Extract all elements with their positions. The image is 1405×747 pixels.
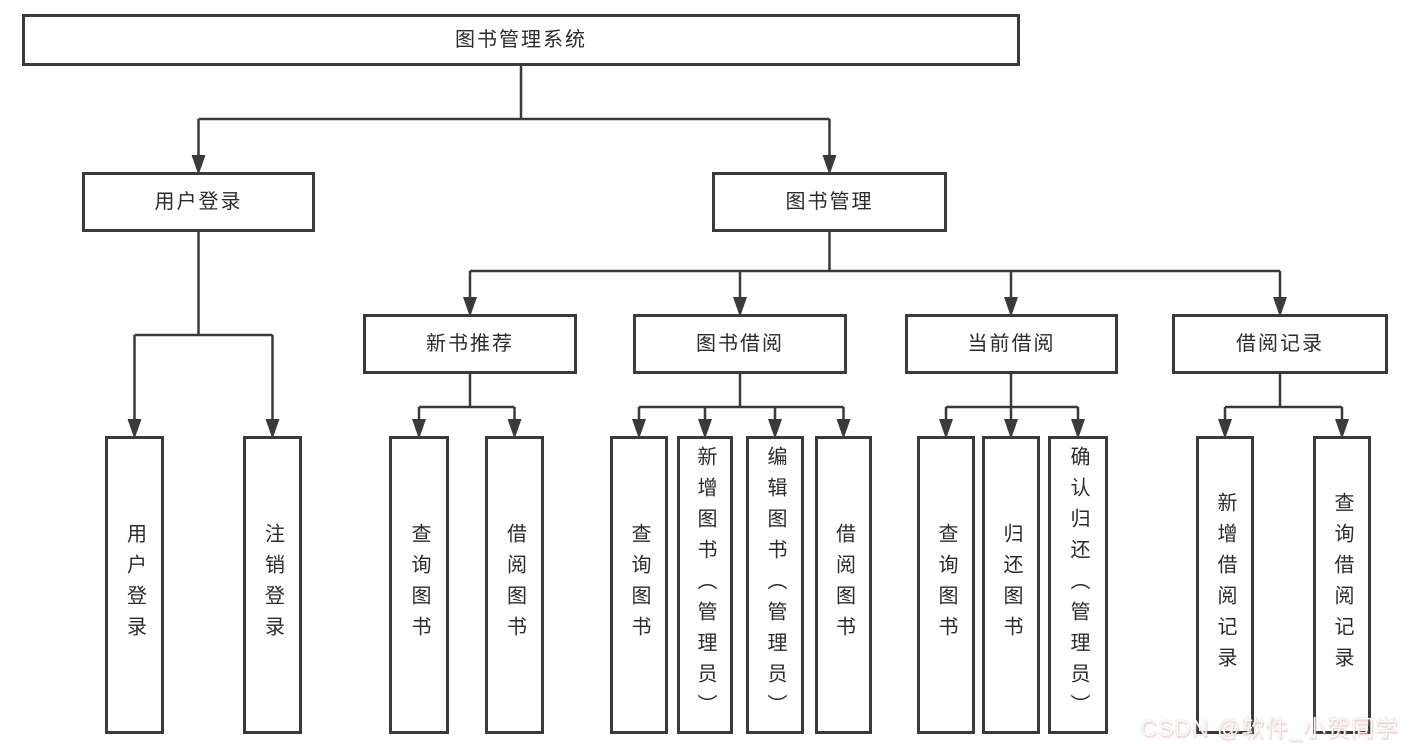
- node-label: 编辑图书（管理员）: [764, 445, 786, 725]
- node-book-borrowing: 图书借阅: [633, 314, 847, 374]
- node-edit-book-admin: 编辑图书（管理员）: [746, 436, 804, 734]
- node-current-borrowing: 当前借阅: [905, 314, 1118, 374]
- node-label: 用户登录: [123, 523, 146, 647]
- node-user-login: 用户登录: [105, 436, 164, 734]
- node-return-book: 归还图书: [982, 436, 1040, 734]
- node-label: 新增借阅记录: [1214, 492, 1236, 678]
- node-label: 归还图书: [1000, 523, 1022, 647]
- node-new-book-recommend: 新书推荐: [363, 314, 577, 374]
- node-borrowing-records: 借阅记录: [1172, 314, 1388, 374]
- node-label: 图书管理: [785, 191, 874, 213]
- node-label: 用户登录: [154, 191, 243, 213]
- node-label: 借阅图书: [503, 523, 526, 647]
- node-label: 借阅记录: [1236, 333, 1324, 355]
- node-add-borrow-record: 新增借阅记录: [1196, 436, 1254, 734]
- node-label: 图书借阅: [696, 333, 784, 355]
- edge-from-root: [197, 66, 831, 156]
- node-label: 查询图书: [935, 523, 957, 647]
- node-label: 查询图书: [628, 523, 650, 647]
- node-query-books-borrow: 查询图书: [610, 436, 668, 734]
- edge-from-borrowing-records: [1223, 374, 1344, 420]
- node-label: 图书管理系统: [455, 29, 587, 51]
- node-label: 查询图书: [408, 523, 430, 647]
- node-root: 图书管理系统: [22, 14, 1020, 66]
- edge-from-book-borrowing: [637, 374, 845, 420]
- edge-from-current-borrowing: [944, 374, 1080, 420]
- node-book-management: 图书管理: [712, 172, 947, 232]
- edge-from-book-management: [468, 232, 1282, 298]
- node-query-books-rec: 查询图书: [389, 436, 449, 734]
- node-label: 新书推荐: [426, 333, 514, 355]
- node-add-book-admin: 新增图书（管理员）: [677, 436, 733, 734]
- node-query-borrow-record: 查询借阅记录: [1313, 436, 1371, 734]
- node-confirm-return-admin: 确认归还（管理员）: [1048, 436, 1108, 734]
- node-label: 注销登录: [261, 523, 284, 647]
- node-borrow-books-rec: 借阅图书: [485, 436, 544, 734]
- edge-from-new-book-recommend: [417, 374, 516, 420]
- node-user-login-module: 用户登录: [82, 172, 315, 232]
- node-label: 查询借阅记录: [1331, 492, 1353, 678]
- node-label: 新增图书（管理员）: [694, 445, 716, 725]
- node-borrow-books-borrow: 借阅图书: [815, 436, 872, 734]
- edge-from-user-login-module: [133, 232, 274, 420]
- node-label: 当前借阅: [967, 333, 1056, 355]
- node-query-books-current: 查询图书: [917, 436, 975, 734]
- node-logout: 注销登录: [243, 436, 302, 734]
- node-label: 借阅图书: [832, 523, 855, 647]
- node-label: 确认归还（管理员）: [1067, 445, 1089, 725]
